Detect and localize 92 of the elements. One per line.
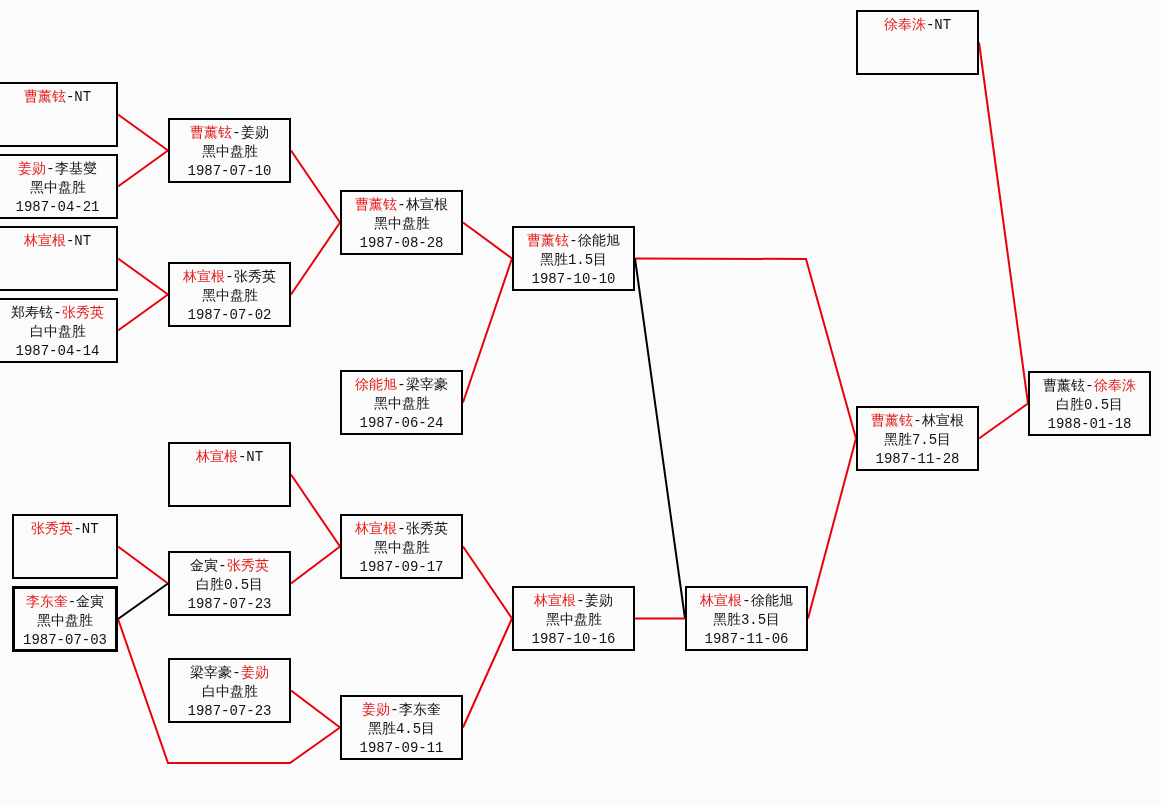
bracket-line [462,617,513,729]
match-box [0,226,118,291]
match-box [168,118,291,183]
match-box [856,10,979,75]
player-pairing: 徐能旭-梁宰豪 [355,376,448,395]
match-box [685,586,808,651]
date-text: 1987-07-23 [187,702,272,721]
bracket-line [462,221,513,260]
result-text: 白胜0.5目 [1055,396,1124,415]
result-text: 黑中盘胜 [201,287,258,306]
player-pairing: 徐奉洙-NT [883,16,952,35]
date-text: 1987-04-21 [15,198,100,217]
player-pairing: 李东奎-金寅 [25,593,105,612]
player-pairing: 姜勋-李东奎 [362,701,441,720]
result-text: 黑中盘胜 [373,215,430,234]
date-text: 1987-10-16 [531,630,616,649]
bracket-line [978,402,1029,440]
bracket-line [117,618,341,764]
date-text: 1987-07-03 [23,631,107,650]
match-box [0,154,118,219]
match-box [512,586,635,651]
match-box [340,370,463,435]
player-pairing: 曹薰铉-林宣根 [871,412,964,431]
player-pairing: 曹薰铉-徐能旭 [527,232,620,251]
date-text: 1987-04-14 [15,342,100,361]
player-pairing: 林宣根-NT [195,448,264,467]
bracket-line [117,545,169,585]
player-pairing: 金寅-张秀英 [190,557,269,576]
result-text: 黑中盘胜 [373,395,430,414]
match-box [0,298,118,363]
bracket-line [290,221,341,296]
player-pairing: 林宣根-姜勋 [534,592,613,611]
bracket-line [634,257,857,440]
bracket-line [462,545,513,620]
bracket-line [290,149,341,224]
date-text: 1987-08-28 [359,234,444,253]
match-box [12,586,118,652]
result-text: 黑胜7.5目 [883,431,952,450]
match-box [168,658,291,723]
result-text: 黑中盘胜 [29,179,86,198]
player-pairing: 曹薰铉-姜勋 [190,124,269,143]
player-pairing: 曹薰铉-徐奉洙 [1043,377,1136,396]
match-box [512,226,635,291]
player-pairing: 姜勋-李基燮 [18,160,97,179]
player-pairing: 林宣根-徐能旭 [700,592,793,611]
match-box [340,695,463,760]
bracket-line [290,689,341,729]
result-text: 黑胜3.5目 [712,611,781,630]
date-text: 1987-10-10 [531,270,616,289]
player-pairing: 曹薰铉-NT [23,88,92,107]
match-box [0,82,118,147]
result-text: 黑中盘胜 [201,143,258,162]
result-text: 黑中盘胜 [373,539,430,558]
date-text: 1987-07-23 [187,595,272,614]
bracket-line [634,617,686,620]
date-text: 1988-01-18 [1047,415,1132,434]
bracket-line [117,113,169,152]
bracket-line [290,545,341,585]
player-pairing: 林宣根-张秀英 [355,520,448,539]
date-text: 1987-09-17 [359,558,444,577]
bracket-line [290,473,341,548]
bracket-line [117,257,169,296]
date-text: 1987-09-11 [359,739,444,758]
result-text: 黑胜4.5目 [367,720,436,739]
player-pairing: 梁宰豪-姜勋 [190,664,269,683]
result-text: 黑中盘胜 [37,612,93,631]
match-box [1028,371,1151,436]
match-box [856,406,979,471]
match-box [168,442,291,507]
player-pairing: 林宣根-张秀英 [183,268,276,287]
date-text: 1987-07-02 [187,306,272,325]
date-text: 1987-11-06 [704,630,789,649]
player-pairing: 张秀英-NT [31,520,99,539]
date-text: 1987-07-10 [187,162,272,181]
result-text: 白中盘胜 [201,683,258,702]
result-text: 黑胜1.5目 [539,251,608,270]
result-text: 白胜0.5目 [195,576,264,595]
player-pairing: 曹薰铉-林宣根 [355,196,448,215]
bracket-line [117,149,169,188]
match-box [168,262,291,327]
date-text: 1987-11-28 [875,450,960,469]
bracket-line [117,293,169,332]
match-box [340,514,463,579]
date-text: 1987-06-24 [359,414,444,433]
player-pairing: 郑寿铉-张秀英 [11,304,104,323]
result-text: 黑中盘胜 [545,611,602,630]
match-box [340,190,463,255]
match-box [168,551,291,616]
match-box [12,514,118,579]
result-text: 白中盘胜 [29,323,86,342]
player-pairing: 林宣根-NT [23,232,92,251]
bracket-line [117,582,169,620]
